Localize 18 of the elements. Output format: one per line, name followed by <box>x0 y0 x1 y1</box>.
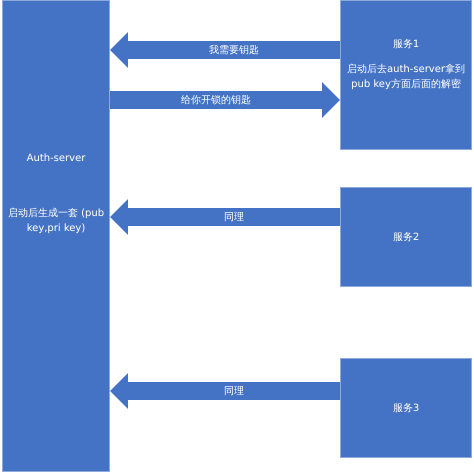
block-arrow <box>110 373 340 409</box>
node-text: 启动后去auth-server拿到pub key方面后面的解密 <box>346 62 466 92</box>
block-arrow <box>110 199 340 235</box>
block-arrow <box>110 82 340 118</box>
edge-label: 同理 <box>224 211 244 224</box>
process-box <box>340 358 472 458</box>
node-text: 启动后生成一套 (pub key,pri key) <box>6 206 106 236</box>
process-box <box>2 0 110 472</box>
process-box <box>340 187 472 287</box>
node-title: 服务1 <box>392 38 420 52</box>
block-arrow <box>110 32 340 68</box>
process-box <box>340 0 472 150</box>
edge-label: 同理 <box>224 385 244 398</box>
node-title: Auth-server <box>26 152 86 166</box>
node-title: 服务2 <box>392 230 420 244</box>
edge-label: 我需要钥匙 <box>209 44 259 57</box>
node-title: 服务3 <box>392 402 420 416</box>
edge-label: 给你开锁的钥匙 <box>181 94 251 107</box>
